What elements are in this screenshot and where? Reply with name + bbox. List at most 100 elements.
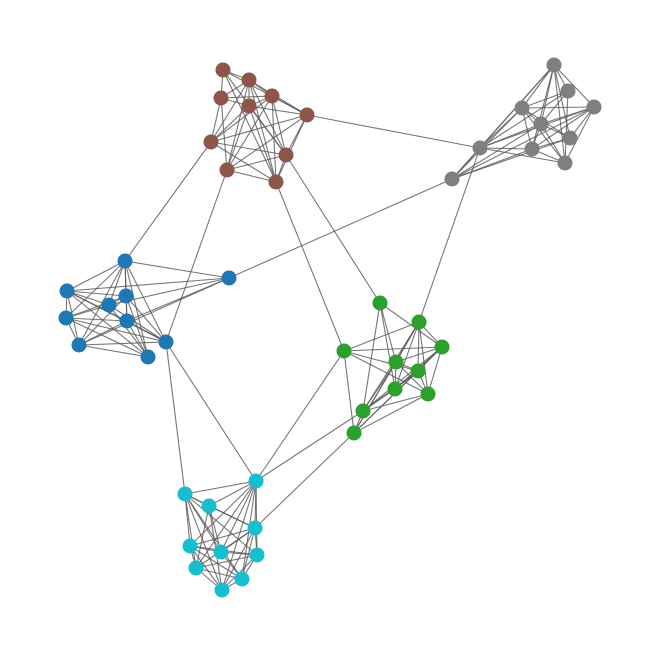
node-cyan xyxy=(213,544,229,560)
node-blue xyxy=(221,270,237,286)
edge-brown xyxy=(210,114,308,143)
edge-cyan xyxy=(189,545,243,580)
edge-blue xyxy=(124,260,149,358)
node-blue xyxy=(58,310,74,326)
edge-gray xyxy=(479,123,542,149)
edge-green xyxy=(343,350,429,395)
edge-green xyxy=(417,321,420,372)
edge-blue xyxy=(78,344,149,358)
edge-cyan xyxy=(208,505,256,529)
node-green xyxy=(355,403,371,419)
node-brown xyxy=(219,162,235,178)
edge-cyan xyxy=(208,505,222,553)
edge-cyan xyxy=(220,480,257,553)
edge-blue xyxy=(108,304,149,358)
node-gray xyxy=(514,100,530,116)
node-brown xyxy=(241,72,257,88)
edge-brown xyxy=(210,141,277,183)
edge-cyan xyxy=(184,493,258,556)
edge-green xyxy=(343,321,420,352)
edge-brown xyxy=(222,69,277,183)
node-gray xyxy=(560,83,576,99)
node-cyan xyxy=(177,486,193,502)
edge-brown xyxy=(210,105,250,143)
edge-green xyxy=(395,346,443,363)
edge-blue xyxy=(78,295,127,346)
edge-cyan xyxy=(221,480,257,591)
node-gray xyxy=(533,116,549,132)
edge-green xyxy=(379,302,396,390)
edge-green xyxy=(362,393,429,412)
node-blue xyxy=(59,283,75,299)
edge-gray xyxy=(451,106,595,180)
node-green xyxy=(346,425,362,441)
node-green xyxy=(411,314,427,330)
edge-inter-community xyxy=(275,181,345,352)
node-green xyxy=(336,343,352,359)
edge-inter-community xyxy=(285,154,381,304)
edge-brown xyxy=(248,79,287,156)
edge-inter-community xyxy=(165,341,257,482)
node-cyan xyxy=(249,547,265,563)
node-gray xyxy=(524,141,540,157)
edge-cyan xyxy=(255,480,258,556)
edges-layer xyxy=(65,64,595,591)
edge-brown xyxy=(226,114,308,171)
node-gray xyxy=(444,171,460,187)
edge-cyan xyxy=(195,567,243,580)
edge-green xyxy=(343,346,443,352)
edge-gray xyxy=(521,90,569,109)
edge-gray xyxy=(479,147,566,164)
edge-gray xyxy=(521,64,555,109)
edge-inter-community xyxy=(306,114,481,149)
edge-cyan xyxy=(184,480,257,495)
edge-blue xyxy=(108,260,126,306)
edge-blue xyxy=(65,295,127,319)
edge-gray xyxy=(451,123,542,180)
edge-gray xyxy=(521,106,595,109)
edge-green xyxy=(362,346,443,412)
edge-blue xyxy=(65,317,149,358)
edge-gray xyxy=(451,148,533,180)
edge-brown xyxy=(248,105,277,183)
node-cyan xyxy=(188,560,204,576)
edge-green xyxy=(362,302,381,412)
edge-blue xyxy=(65,317,167,343)
edge-green xyxy=(418,321,429,395)
edge-cyan xyxy=(195,480,257,569)
edge-inter-community xyxy=(255,410,364,482)
edge-blue xyxy=(65,317,128,322)
edge-gray xyxy=(521,107,566,164)
node-brown xyxy=(264,88,280,104)
edge-blue xyxy=(66,277,230,292)
edge-brown xyxy=(271,95,287,156)
edge-blue xyxy=(65,260,126,319)
edge-brown xyxy=(220,95,273,99)
edge-brown xyxy=(210,141,287,156)
node-gray xyxy=(546,57,562,73)
edge-green xyxy=(353,361,397,434)
edge-inter-community xyxy=(165,169,228,343)
edge-inter-community xyxy=(418,147,481,323)
edge-green xyxy=(353,393,429,434)
edge-green xyxy=(343,350,419,372)
edge-blue xyxy=(124,260,167,343)
edge-green xyxy=(362,361,397,412)
edge-gray xyxy=(553,64,571,139)
edge-cyan xyxy=(208,480,257,507)
node-brown xyxy=(268,174,284,190)
node-cyan xyxy=(182,538,198,554)
edge-cyan xyxy=(189,527,256,547)
edge-brown xyxy=(226,105,250,171)
node-blue xyxy=(119,313,135,329)
edge-brown xyxy=(275,114,308,183)
edge-cyan xyxy=(184,493,197,569)
node-cyan xyxy=(234,571,250,587)
edge-green xyxy=(395,361,429,395)
edge-brown xyxy=(226,79,250,171)
edge-gray xyxy=(479,90,569,149)
edge-inter-community xyxy=(254,432,355,529)
node-green xyxy=(420,386,436,402)
node-brown xyxy=(213,90,229,106)
node-brown xyxy=(299,107,315,123)
